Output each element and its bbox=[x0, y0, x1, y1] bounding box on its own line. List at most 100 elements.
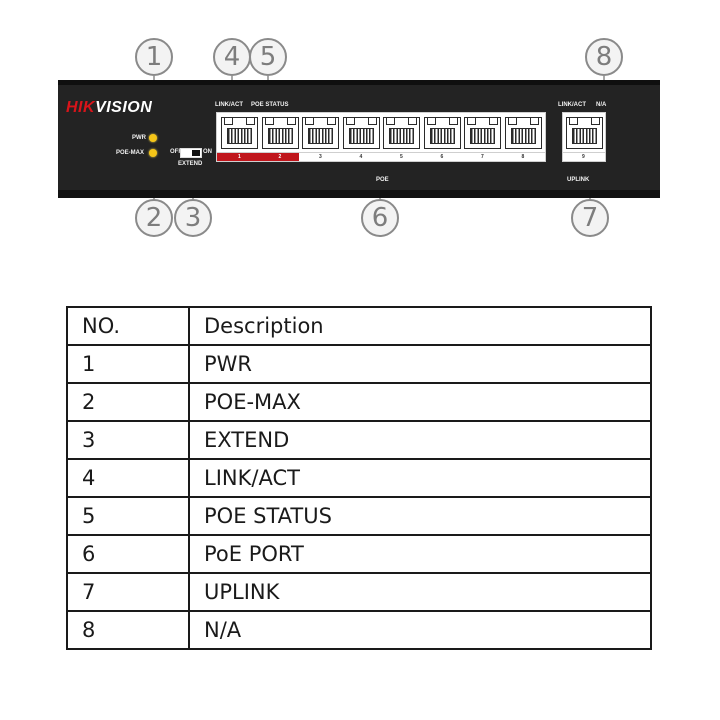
port-pins bbox=[267, 128, 293, 144]
port-led-window bbox=[529, 117, 539, 125]
row-number: 8 bbox=[66, 610, 190, 650]
extend-label: EXTEND bbox=[178, 161, 203, 167]
port-led-window bbox=[448, 117, 458, 125]
port-pins bbox=[389, 128, 414, 144]
port-number: 1 bbox=[238, 154, 241, 160]
port-number: 5 bbox=[400, 154, 403, 160]
row-description: PWR bbox=[188, 344, 652, 384]
extend-switch-knob bbox=[192, 150, 200, 156]
row-number: 2 bbox=[66, 382, 190, 422]
callout-6: 6 bbox=[361, 199, 399, 237]
port-number: 7 bbox=[481, 154, 484, 160]
uplink-rj45-port[interactable] bbox=[566, 117, 603, 149]
port-led-window bbox=[507, 117, 517, 125]
port-pins bbox=[429, 128, 455, 144]
uplink-link-act-label: LINK/ACT bbox=[558, 102, 586, 108]
callout-2: 2 bbox=[135, 199, 173, 237]
callout-7: 7 bbox=[571, 199, 609, 237]
port-led-window bbox=[467, 117, 476, 125]
switch-off-label: OFF bbox=[170, 149, 182, 155]
row-number: 3 bbox=[66, 420, 190, 460]
port-led-window bbox=[224, 117, 233, 125]
header-description: Description bbox=[188, 306, 652, 346]
poe-rj45-port[interactable] bbox=[221, 117, 258, 149]
callout-5: 5 bbox=[249, 38, 287, 76]
header-no: NO. bbox=[66, 306, 190, 346]
uplink-na-label: N/A bbox=[596, 102, 607, 108]
poe-label: POE bbox=[376, 177, 389, 183]
row-description: POE STATUS bbox=[188, 496, 652, 536]
poe-switch-device: HIKVISION PWR POE-MAX OFF ON EXTEND LINK… bbox=[58, 80, 660, 198]
uplink-label: UPLINK bbox=[567, 177, 590, 183]
port-led-window bbox=[305, 117, 314, 125]
port-pins bbox=[510, 128, 536, 144]
poe-max-led bbox=[149, 149, 157, 157]
row-description: EXTEND bbox=[188, 420, 652, 460]
pwr-led bbox=[149, 134, 157, 142]
port-led-window bbox=[286, 117, 296, 125]
poe-rj45-port[interactable] bbox=[504, 117, 542, 149]
port-led-window bbox=[569, 117, 578, 125]
switch-on-label: ON bbox=[203, 149, 212, 155]
row-number: 7 bbox=[66, 572, 190, 612]
poe-rj45-port[interactable] bbox=[342, 117, 380, 149]
port-number: 3 bbox=[319, 154, 322, 160]
row-description: UPLINK bbox=[188, 572, 652, 612]
poe-max-label: POE-MAX bbox=[116, 150, 145, 156]
poe-rj45-port[interactable] bbox=[302, 117, 339, 149]
hikvision-logo: HIKVISION bbox=[66, 99, 153, 116]
extend-ports-highlight bbox=[217, 153, 299, 161]
table-header-row: NO. Description bbox=[66, 306, 652, 346]
poe-rj45-port[interactable] bbox=[423, 117, 461, 149]
port-pins bbox=[227, 128, 252, 144]
port-pins bbox=[348, 128, 374, 144]
port-pins bbox=[572, 128, 597, 144]
poe-status-label: POE STATUS bbox=[251, 102, 289, 108]
port-led-window bbox=[386, 117, 395, 125]
row-description: POE-MAX bbox=[188, 382, 652, 422]
row-description: PoE PORT bbox=[188, 534, 652, 574]
row-description: LINK/ACT bbox=[188, 458, 652, 498]
row-number: 1 bbox=[66, 344, 190, 384]
port-led-window bbox=[408, 117, 417, 125]
port-number: 2 bbox=[278, 154, 282, 160]
port-led-window bbox=[489, 117, 498, 125]
callout-3: 3 bbox=[174, 199, 212, 237]
port-led-window bbox=[591, 117, 600, 125]
switch-front-panel-diagram: HIKVISION PWR POE-MAX OFF ON EXTEND LINK… bbox=[0, 0, 720, 260]
port-led-window bbox=[367, 117, 377, 125]
port-led-window bbox=[246, 117, 255, 125]
row-number: 5 bbox=[66, 496, 190, 536]
poe-rj45-port[interactable] bbox=[383, 117, 420, 149]
poe-rj45-port[interactable] bbox=[464, 117, 501, 149]
port-led-window bbox=[345, 117, 355, 125]
extend-switch[interactable] bbox=[180, 148, 202, 158]
poe-rj45-port[interactable] bbox=[261, 117, 299, 149]
uplink-port-number: 9 bbox=[582, 154, 585, 160]
row-number: 6 bbox=[66, 534, 190, 574]
uplink-port-panel: 9 bbox=[562, 112, 606, 162]
port-number: 6 bbox=[440, 154, 444, 160]
callout-1: 1 bbox=[135, 38, 173, 76]
row-number: 4 bbox=[66, 458, 190, 498]
port-led-window bbox=[264, 117, 274, 125]
callout-8: 8 bbox=[585, 38, 623, 76]
port-pins bbox=[308, 128, 333, 144]
row-description: N/A bbox=[188, 610, 652, 650]
callout-4: 4 bbox=[213, 38, 251, 76]
port-pins bbox=[470, 128, 495, 144]
uplink-number-strip: 9 bbox=[563, 152, 605, 161]
port-number: 4 bbox=[359, 154, 363, 160]
